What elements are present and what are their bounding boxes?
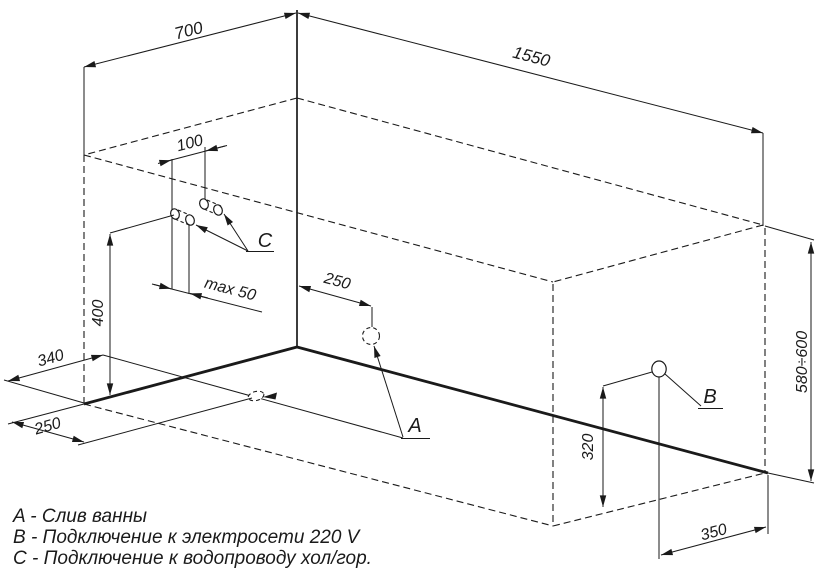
dim-350-label: 350 [699,521,729,544]
pipe-stub [199,198,209,210]
water-pipes-c [170,147,223,294]
legend: A - Слив ванны B - Подключение к электро… [12,506,372,569]
dim-350-line [660,526,767,556]
dim-max50-label: max 50 [203,275,258,305]
dim-250-floor-extension-right [77,397,253,446]
drain-wall-circle [361,326,381,346]
dim-580-600: 580÷600 [764,225,815,481]
legend-line-a: A - Слив ванны [12,506,147,527]
dim-580-extension-top [764,225,815,241]
dim-400-extension [109,214,175,234]
legend-line-c: C - Подключение к водопроводу хол/гор. [13,548,372,569]
dim-1550-line [297,12,764,134]
pipe-stub [170,208,180,220]
dim-400-label: 400 [90,300,107,327]
floor-baseboard-left [83,345,298,406]
dim-100: 100 [157,132,228,167]
callout-a-label: A [407,415,421,437]
dim-340: 340 [3,347,104,404]
legend-line-b: B - Подключение к электросети 220 V [13,527,362,548]
dim-320: 320 [580,387,607,507]
callout-c-leader-1 [223,213,249,252]
callout-b: B [698,386,723,409]
dim-700-line [83,12,297,68]
dim-400: 400 [90,214,175,395]
socket-b [602,360,702,559]
dim-340-line [7,354,104,382]
callout-c: C [195,213,274,252]
dim-250-wall-label: 250 [321,270,352,294]
dim-250-floor-line [11,421,85,443]
dim-250-floor: 250 [7,397,253,446]
dim-1550-label: 1550 [511,43,553,71]
callout-c-label: C [258,230,273,252]
dim-250-wall-line [298,285,372,307]
dim-320-label: 320 [580,434,597,461]
callout-a-leader [373,345,404,438]
drain-arrowhead [263,392,277,400]
bathtub-hidden-outline [83,97,766,527]
pipe-stub [213,204,223,216]
dim-max50: max 50 [151,275,263,313]
dim-1550: 1550 [297,12,764,226]
dim-580-label: 580÷600 [794,331,811,393]
dim-100-label: 100 [175,132,205,155]
room-structure [83,10,815,484]
socket-circle [651,360,667,378]
floor-baseboard-right [296,345,769,475]
floor-drain-hole [247,390,265,402]
dim-350: 350 [660,475,769,556]
callout-b-label: B [703,386,716,408]
dim-250-floor-extension-left [7,403,85,425]
wall-outlet-a [102,326,404,439]
dim-700-label: 700 [173,18,206,44]
pipe-stub [185,214,195,226]
dim-340-extension [3,379,85,404]
callout-a: A [401,415,430,439]
callout-c-leader-2 [195,224,249,252]
dim-250-wall: 250 [298,270,373,327]
floor-line-extension [767,472,815,484]
dim-340-label: 340 [36,347,66,371]
callout-b-leader [664,373,702,407]
dim-320-extension-top [602,371,653,387]
